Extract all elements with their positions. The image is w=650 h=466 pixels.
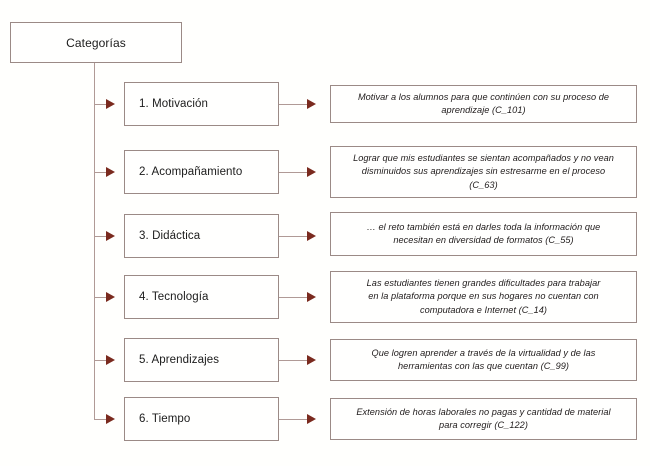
arrowhead-root-to-category-6 [106,414,115,424]
connector-category-1-to-quote-1 [279,104,308,105]
connector-root-to-category-1 [94,104,107,105]
quote-node-3: … el reto también está en darles toda la… [330,212,637,256]
category-node-4-label: 4. Tecnología [139,291,209,303]
category-node-5: 5. Aprendizajes [124,338,279,382]
quote-node-2-text: Lograr que mis estudiantes se sientan ac… [353,153,614,190]
connector-root-to-category-2 [94,172,107,173]
root-node-label: Categorías [66,35,126,50]
connector-root-to-category-3 [94,236,107,237]
category-node-2-label: 2. Acompañamiento [139,166,243,178]
connector-root-to-category-4 [94,297,107,298]
arrowhead-category-4-to-quote-4 [307,292,316,302]
arrowhead-category-5-to-quote-5 [307,355,316,365]
quote-node-6: Extensión de horas laborales no pagas y … [330,398,637,440]
arrowhead-category-3-to-quote-3 [307,231,316,241]
arrowhead-category-6-to-quote-6 [307,414,316,424]
quote-node-4-text: Las estudiantes tienen grandes dificulta… [366,278,601,315]
arrowhead-root-to-category-2 [106,167,115,177]
quote-node-2: Lograr que mis estudiantes se sientan ac… [330,146,637,198]
category-node-6: 6. Tiempo [124,397,279,441]
connector-root-to-category-5 [94,360,107,361]
category-node-1: 1. Motivación [124,82,279,126]
quote-node-1-text: Motivar a los alumnos para que continúen… [357,91,610,115]
category-node-6-label: 6. Tiempo [139,413,191,425]
quote-node-5-text: Que logren aprender a través de la virtu… [371,347,596,371]
arrowhead-root-to-category-4 [106,292,115,302]
connector-category-5-to-quote-5 [279,360,308,361]
arrowhead-category-2-to-quote-2 [307,167,316,177]
connector-category-3-to-quote-3 [279,236,308,237]
arrowhead-category-1-to-quote-1 [307,99,316,109]
connector-category-6-to-quote-6 [279,419,308,420]
connector-category-4-to-quote-4 [279,297,308,298]
category-node-2: 2. Acompañamiento [124,150,279,194]
trunk-connector-line [94,63,95,419]
arrowhead-root-to-category-5 [106,355,115,365]
category-node-5-label: 5. Aprendizajes [139,354,220,366]
category-node-1-label: 1. Motivación [139,98,209,110]
quote-node-3-text: … el reto también está en darles toda la… [366,221,601,245]
category-node-4: 4. Tecnología [124,275,279,319]
quote-node-1: Motivar a los alumnos para que continúen… [330,85,637,123]
connector-root-to-category-6 [94,419,107,420]
quote-node-5: Que logren aprender a través de la virtu… [330,339,637,381]
quote-node-6-text: Extensión de horas laborales no pagas y … [356,406,611,430]
category-node-3-label: 3. Didáctica [139,230,201,242]
root-node-categorias: Categorías [10,22,182,63]
arrowhead-root-to-category-1 [106,99,115,109]
category-node-3: 3. Didáctica [124,214,279,258]
connector-category-2-to-quote-2 [279,172,308,173]
arrowhead-root-to-category-3 [106,231,115,241]
quote-node-4: Las estudiantes tienen grandes dificulta… [330,271,637,323]
